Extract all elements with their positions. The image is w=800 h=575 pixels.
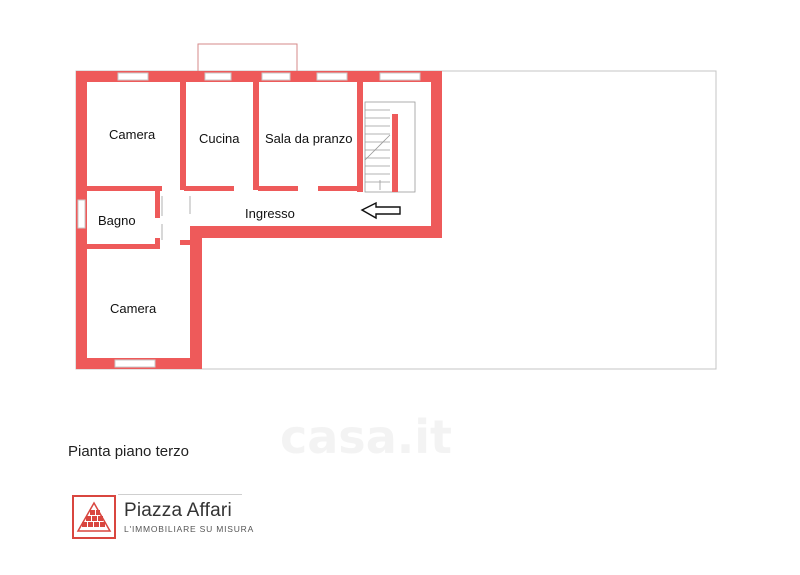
- watermark: casa.it: [280, 410, 452, 464]
- room-label-sala: Sala da pranzo: [265, 131, 352, 146]
- floor-plan: Camera Cucina Sala da pranzo Bagno Ingre…: [75, 43, 717, 370]
- wall-right: [431, 71, 442, 195]
- room-label-camera-bottom: Camera: [110, 301, 157, 316]
- wall-sala-lower-3: [318, 186, 358, 191]
- room-label-camera-top: Camera: [109, 127, 156, 142]
- doors: [161, 196, 191, 240]
- wall-bottom-right: [190, 226, 442, 238]
- entrance-arrow: [360, 201, 401, 220]
- room-label-cucina: Cucina: [199, 131, 240, 146]
- piazza-affari-logo-icon: [72, 495, 116, 539]
- logo-divider: [118, 494, 242, 495]
- wall-top: [76, 71, 442, 82]
- wall-camera-cucina: [180, 82, 186, 190]
- windows: [77, 72, 421, 368]
- balcony-outline: [197, 43, 298, 73]
- room-label-ingresso: Ingresso: [245, 206, 295, 221]
- window-5: [379, 72, 421, 81]
- wall-camera-bagno: [87, 186, 162, 191]
- stair-box: [364, 101, 416, 193]
- window-6: [77, 199, 86, 229]
- logo-tagline: L'IMMOBILIARE SU MISURA: [124, 524, 255, 534]
- logo-name: Piazza Affari: [124, 500, 232, 521]
- window-4: [316, 72, 348, 81]
- wall-cucina-sala: [253, 82, 259, 190]
- window-3: [261, 72, 291, 81]
- brand-logo: Piazza Affari L'IMMOBILIARE SU MISURA: [72, 495, 254, 539]
- window-2: [204, 72, 232, 81]
- wall-bagno-right: [155, 190, 160, 218]
- window-1: [117, 72, 149, 81]
- stair-core: [392, 114, 398, 192]
- window-7: [114, 359, 156, 368]
- wall-bagno-bottom: [87, 244, 160, 249]
- wall-sala-lower-2: [258, 186, 298, 191]
- wall-right-stub: [431, 195, 442, 238]
- plan-caption: Pianta piano terzo: [68, 443, 189, 460]
- wall-camera-partition: [180, 240, 192, 245]
- stairs: [364, 101, 416, 193]
- room-label-bagno: Bagno: [98, 213, 136, 228]
- wall-stair: [357, 82, 363, 192]
- wall-sala-lower: [184, 186, 234, 191]
- wall-inner-vertical: [190, 226, 202, 369]
- wall-bagno-right-2: [155, 238, 160, 249]
